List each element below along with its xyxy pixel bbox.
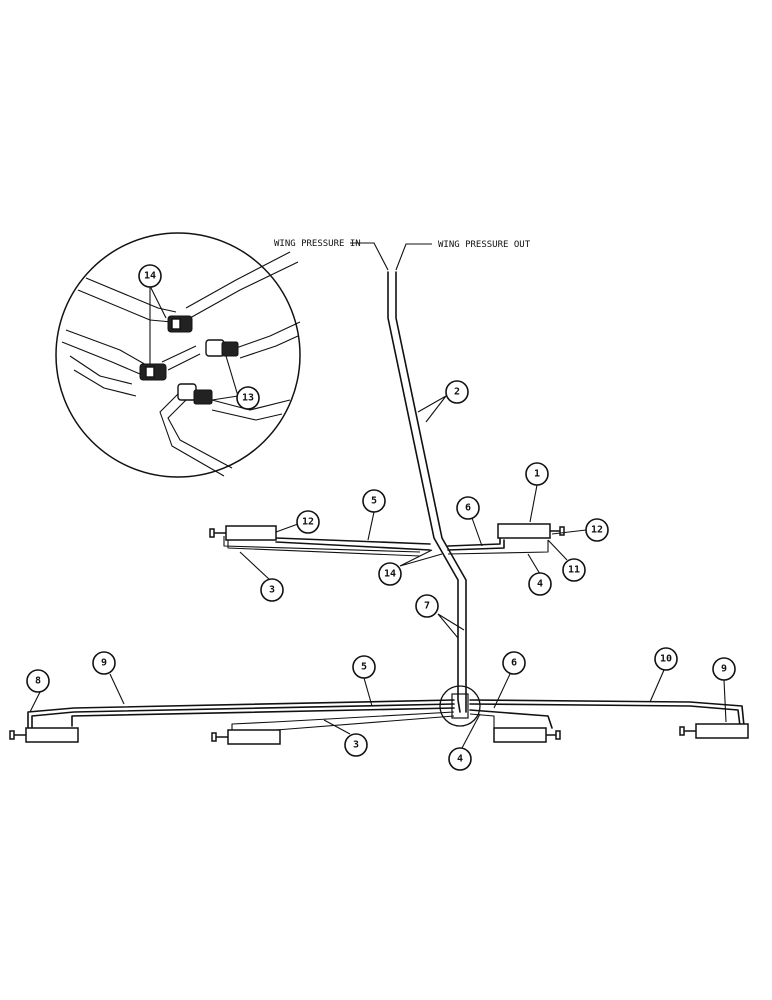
callout-14-detail: 14 xyxy=(138,264,162,288)
svg-text:12: 12 xyxy=(302,517,314,528)
junction-block xyxy=(451,693,469,719)
svg-text:14: 14 xyxy=(144,271,156,282)
callout-4-upper: 4 xyxy=(528,572,552,596)
svg-text:11: 11 xyxy=(568,565,580,576)
cylinder-upper-right xyxy=(497,523,565,539)
cylinder-lower-right xyxy=(493,727,561,743)
svg-text:5: 5 xyxy=(371,496,377,507)
callout-9-right: 9 xyxy=(712,657,736,681)
pressure-in-leader xyxy=(350,242,389,271)
callout-5-upper: 5 xyxy=(362,489,386,513)
callout-12-left: 12 xyxy=(296,510,320,534)
cylinder-lower-far-right xyxy=(679,723,749,739)
main-supply-hoses xyxy=(387,271,467,713)
tee-fitting-upper xyxy=(167,315,193,333)
wing-pressure-in-label: WING PRESSURE IN xyxy=(274,239,361,249)
svg-text:9: 9 xyxy=(721,664,727,675)
callout-9-left: 9 xyxy=(92,651,116,675)
svg-text:1: 1 xyxy=(534,469,540,480)
elbow-fitting-upper xyxy=(205,339,239,357)
svg-text:4: 4 xyxy=(457,754,463,765)
callout-3-lower: 3 xyxy=(344,733,368,757)
elbow-fitting-lower xyxy=(177,383,213,405)
cylinder-lower-far-left xyxy=(9,727,79,743)
junction-detail-marker xyxy=(439,685,481,727)
callout-1: 1 xyxy=(525,462,549,486)
svg-text:8: 8 xyxy=(35,676,41,687)
callout-13: 13 xyxy=(236,386,260,410)
callout-12-right: 12 xyxy=(585,518,609,542)
svg-text:6: 6 xyxy=(465,503,471,514)
lower-cross-hoses xyxy=(27,699,745,736)
svg-text:2: 2 xyxy=(454,387,460,398)
svg-text:3: 3 xyxy=(353,740,359,751)
tee-fitting-lower xyxy=(139,363,167,381)
svg-text:6: 6 xyxy=(511,658,517,669)
detail-hoses xyxy=(61,251,301,477)
pressure-out-leader xyxy=(395,243,432,271)
callout-7: 7 xyxy=(415,594,439,618)
upper-cross-hoses xyxy=(223,535,549,557)
svg-text:9: 9 xyxy=(101,658,107,669)
svg-text:4: 4 xyxy=(537,579,543,590)
svg-text:14: 14 xyxy=(384,569,396,580)
svg-text:13: 13 xyxy=(242,393,254,404)
callout-11: 11 xyxy=(562,558,586,582)
svg-text:5: 5 xyxy=(361,662,367,673)
svg-text:3: 3 xyxy=(269,585,275,596)
callout-10: 10 xyxy=(654,647,678,671)
cylinder-upper-left xyxy=(209,525,277,541)
cylinder-lower-left xyxy=(211,729,281,745)
callout-4-lower: 4 xyxy=(448,747,472,771)
callout-2: 2 xyxy=(445,380,469,404)
svg-text:10: 10 xyxy=(660,654,672,665)
callout-8: 8 xyxy=(26,669,50,693)
callout-5-lower: 5 xyxy=(352,655,376,679)
callout-6-lower: 6 xyxy=(502,651,526,675)
detail-view: 14 13 xyxy=(55,232,301,478)
callout-3-upper: 3 xyxy=(260,578,284,602)
wing-pressure-out-label: WING PRESSURE OUT xyxy=(438,240,531,250)
callout-6-upper: 6 xyxy=(456,496,480,520)
svg-text:7: 7 xyxy=(424,601,430,612)
callout-14-main: 14 xyxy=(378,562,402,586)
svg-text:12: 12 xyxy=(591,525,603,536)
